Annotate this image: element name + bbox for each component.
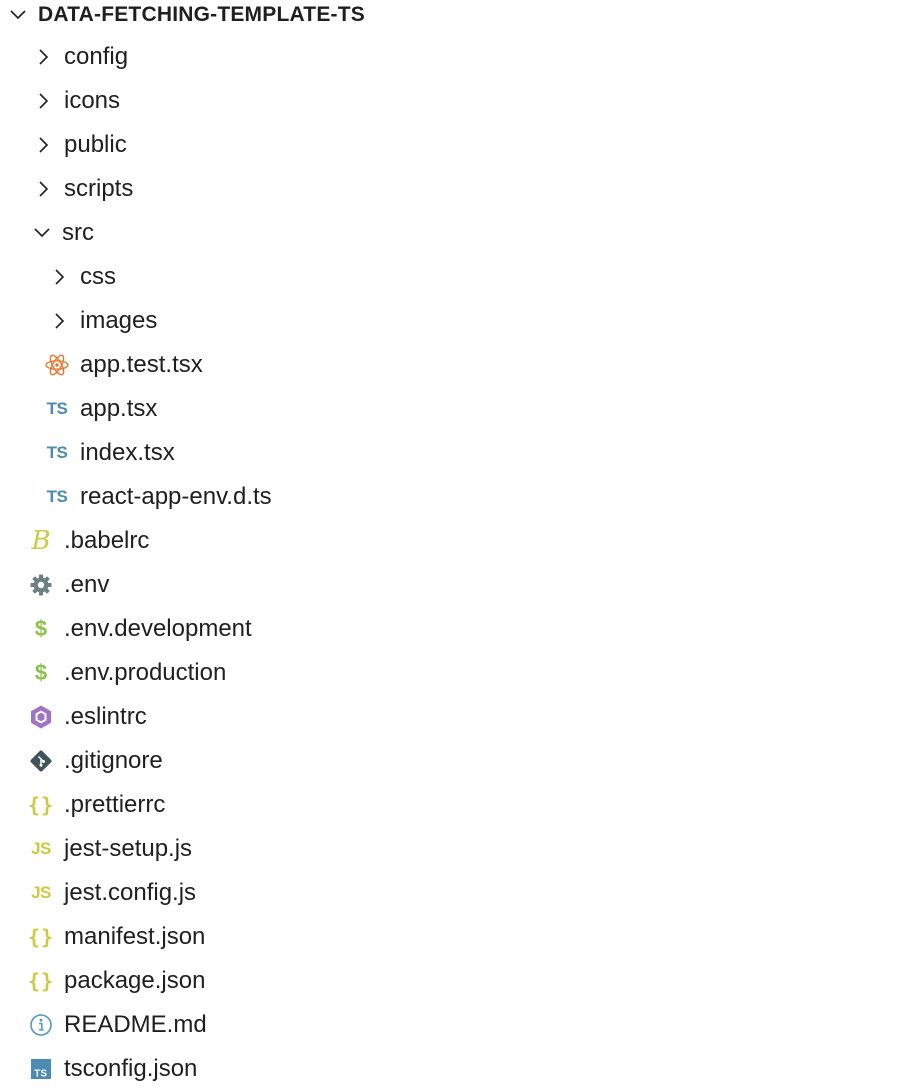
folder-label: icons — [64, 87, 121, 114]
tsconfig-icon: TS — [28, 1056, 54, 1082]
typescript-icon: TS — [46, 399, 68, 418]
file-label: README.md — [64, 1011, 207, 1038]
tree-item-file-babelrc[interactable]: B .babelrc — [0, 519, 898, 563]
chevron-down-icon[interactable] — [32, 223, 52, 243]
file-label: index.tsx — [80, 439, 175, 466]
file-label: app.test.tsx — [80, 351, 203, 378]
file-label: app.tsx — [80, 395, 158, 422]
json-braces-icon: {} — [27, 793, 55, 817]
eslint-icon — [28, 704, 54, 730]
tree-item-file-env-development[interactable]: $ .env.development — [0, 607, 898, 651]
tree-item-file-app-tsx[interactable]: TS app.tsx — [0, 387, 898, 431]
chevron-right-icon[interactable] — [34, 179, 54, 199]
tree-item-file-index-tsx[interactable]: TS index.tsx — [0, 431, 898, 475]
folder-label: css — [80, 263, 116, 290]
chevron-right-icon[interactable] — [34, 135, 54, 155]
tree-item-file-env[interactable]: .env — [0, 563, 898, 607]
tree-item-file-readme-md[interactable]: README.md — [0, 1003, 898, 1047]
file-label: .env.production — [64, 659, 227, 686]
file-label: jest-setup.js — [64, 835, 193, 862]
tree-item-folder-css[interactable]: css — [0, 255, 898, 299]
typescript-icon: TS — [46, 443, 68, 462]
javascript-icon: JS — [31, 839, 51, 858]
git-icon — [28, 748, 54, 774]
tree-item-folder-src[interactable]: src — [0, 211, 898, 255]
folder-label: public — [64, 131, 127, 158]
tree-item-file-tsconfig-json[interactable]: TS tsconfig.json — [0, 1047, 898, 1091]
tree-item-folder-public[interactable]: public — [0, 123, 898, 167]
file-label: .eslintrc — [64, 703, 147, 730]
file-label: tsconfig.json — [64, 1055, 198, 1082]
tree-item-folder-images[interactable]: images — [0, 299, 898, 343]
typescript-icon: TS — [46, 487, 68, 506]
tree-item-file-manifest-json[interactable]: {} manifest.json — [0, 915, 898, 959]
root-folder-label: DATA-FETCHING-TEMPLATE-TS — [38, 3, 365, 26]
explorer-root-folder[interactable]: DATA-FETCHING-TEMPLATE-TS — [0, 0, 898, 37]
file-label: .env — [64, 571, 110, 598]
tree-item-folder-scripts[interactable]: scripts — [0, 167, 898, 211]
file-label: react-app-env.d.ts — [80, 483, 272, 510]
chevron-down-icon[interactable] — [8, 5, 28, 25]
tree-item-file-app-test-tsx[interactable]: app.test.tsx — [0, 343, 898, 387]
react-icon — [44, 352, 70, 378]
tree-item-folder-icons[interactable]: icons — [0, 79, 898, 123]
chevron-right-icon[interactable] — [50, 267, 70, 287]
json-braces-icon: {} — [27, 969, 55, 993]
folder-label: scripts — [64, 175, 134, 202]
json-braces-icon: {} — [27, 925, 55, 949]
file-label: .babelrc — [64, 527, 150, 554]
file-label: .gitignore — [64, 747, 163, 774]
file-label: manifest.json — [64, 923, 206, 950]
babel-icon: B — [31, 526, 51, 556]
tree-item-file-env-production[interactable]: $ .env.production — [0, 651, 898, 695]
tree-item-file-jest-setup-js[interactable]: JS jest-setup.js — [0, 827, 898, 871]
file-label: .prettierrc — [64, 791, 166, 818]
tree-item-file-gitignore[interactable]: .gitignore — [0, 739, 898, 783]
chevron-right-icon[interactable] — [34, 91, 54, 111]
gear-icon — [28, 572, 54, 598]
file-label: .env.development — [64, 615, 252, 642]
folder-label: images — [80, 307, 158, 334]
tree-item-folder-config[interactable]: config — [0, 35, 898, 79]
folder-label: src — [62, 219, 94, 246]
file-label: jest.config.js — [64, 879, 197, 906]
tree-item-file-react-app-env-d-ts[interactable]: TS react-app-env.d.ts — [0, 475, 898, 519]
dollar-icon: $ — [34, 660, 48, 685]
folder-label: config — [64, 43, 129, 70]
javascript-icon: JS — [31, 883, 51, 902]
tree-item-file-eslintrc[interactable]: .eslintrc — [0, 695, 898, 739]
dollar-icon: $ — [34, 616, 48, 641]
svg-text:TS: TS — [34, 1069, 47, 1080]
chevron-right-icon[interactable] — [50, 311, 70, 331]
tree-item-file-prettierrc[interactable]: {} .prettierrc — [0, 783, 898, 827]
info-icon — [28, 1012, 54, 1038]
file-label: package.json — [64, 967, 206, 994]
chevron-right-icon[interactable] — [34, 47, 54, 67]
tree-item-file-jest-config-js[interactable]: JS jest.config.js — [0, 871, 898, 915]
tree-item-file-package-json[interactable]: {} package.json — [0, 959, 898, 1003]
